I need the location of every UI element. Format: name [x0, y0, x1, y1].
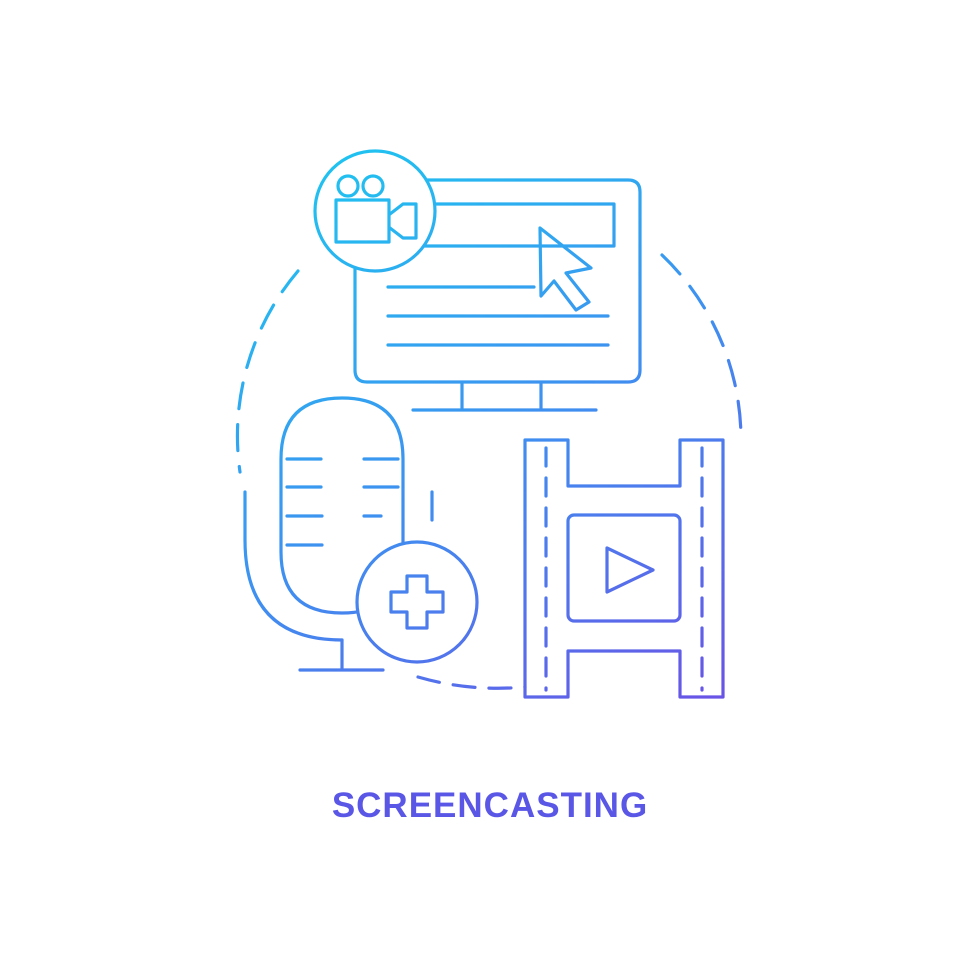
dashed-circle	[235, 253, 743, 690]
plus-icon	[355, 540, 479, 664]
play-icon	[605, 546, 655, 594]
video-camera-icon	[313, 149, 437, 273]
microphone-icon	[243, 396, 434, 672]
cursor-arrow-icon	[538, 226, 593, 312]
caption-title: SCREENCASTING	[331, 786, 649, 825]
film-strip-icon	[523, 438, 725, 699]
